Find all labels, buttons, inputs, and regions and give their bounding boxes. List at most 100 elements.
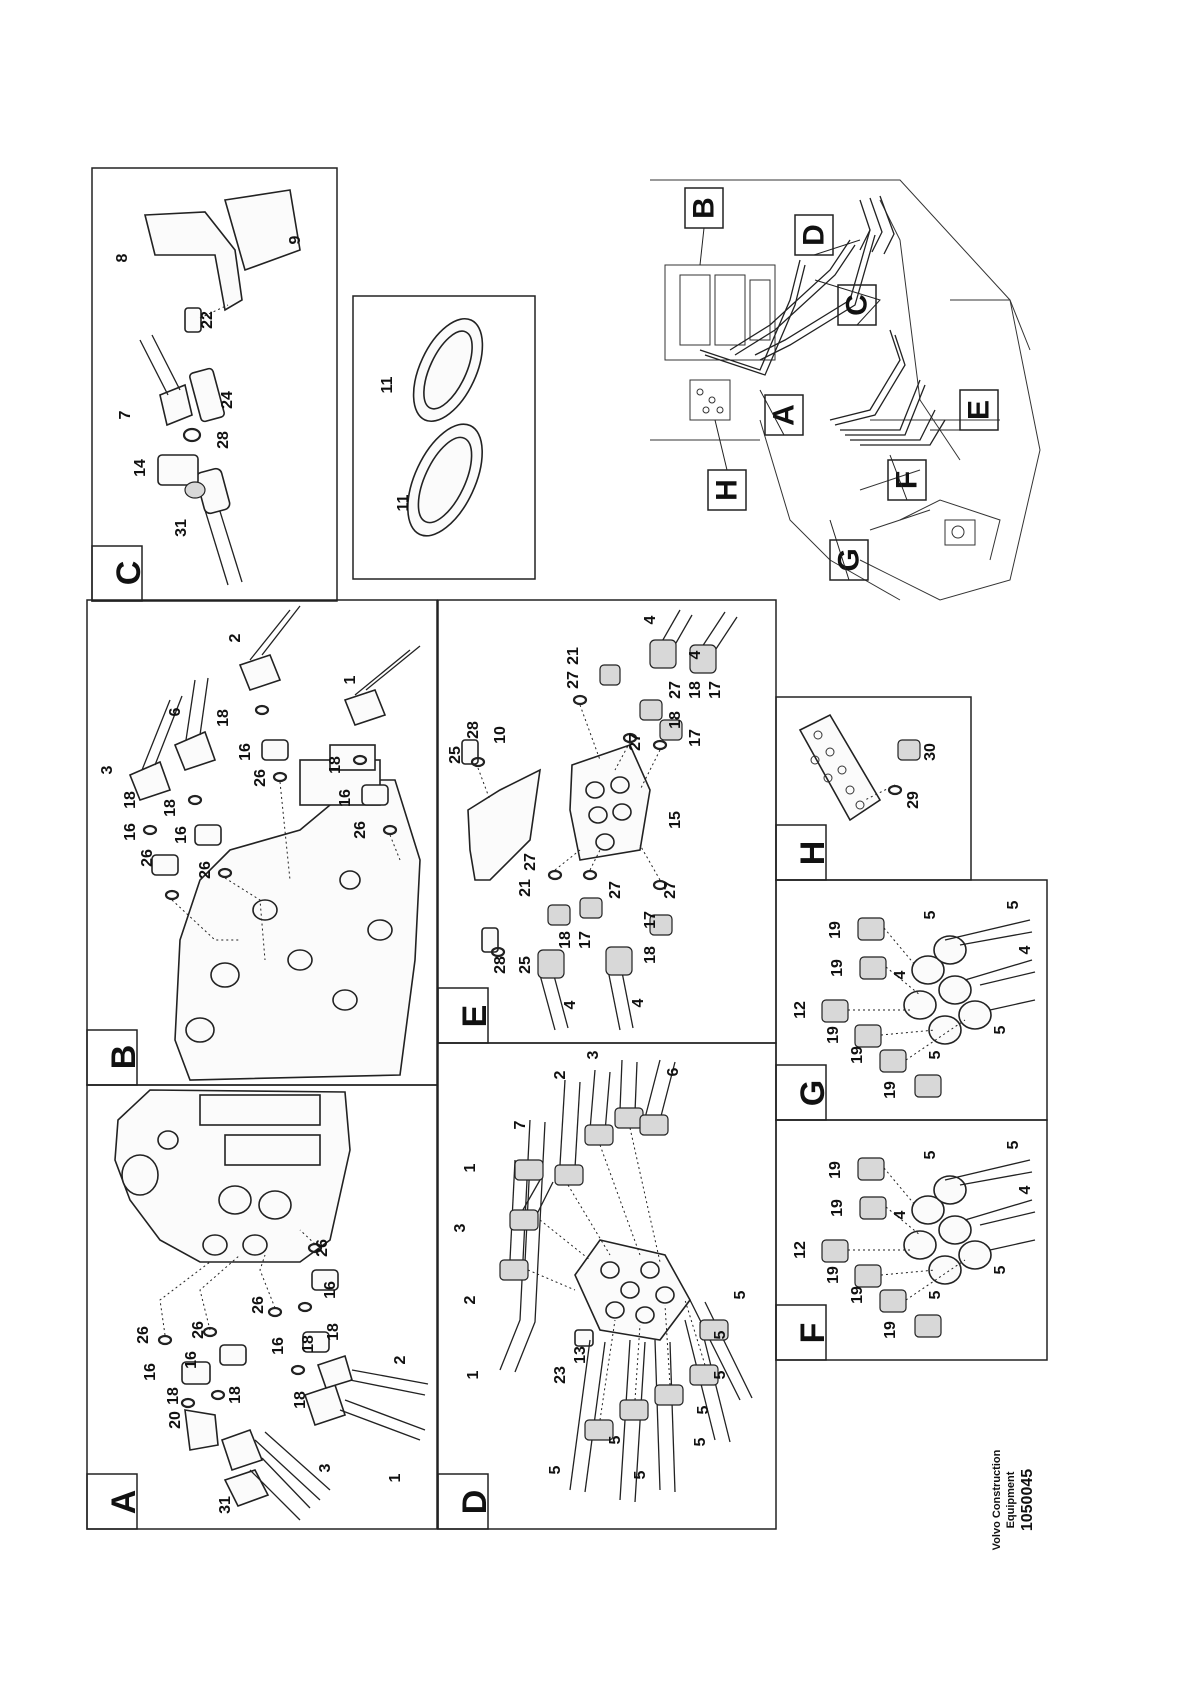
callout-label: 14 bbox=[132, 459, 149, 477]
callout-label: 7 bbox=[117, 410, 134, 419]
callout-label: 19 bbox=[882, 1081, 899, 1099]
callout-label: 28 bbox=[492, 956, 509, 974]
callout-label: 4 bbox=[892, 970, 909, 979]
callout-label: 23 bbox=[552, 1366, 569, 1384]
callout-label: 19 bbox=[829, 1199, 846, 1217]
callout-label: 5 bbox=[922, 910, 939, 919]
callout-label: 19 bbox=[849, 1046, 866, 1064]
panel-a-letter-box bbox=[86, 1473, 138, 1530]
callout-label: 4 bbox=[687, 650, 704, 659]
panel-rings-labels: 11 11 bbox=[379, 376, 412, 511]
callout-label: 18 bbox=[300, 1335, 317, 1353]
panel-f-parts bbox=[821, 1157, 1036, 1338]
callout-label: 25 bbox=[447, 746, 464, 764]
callout-label: 5 bbox=[922, 1150, 939, 1159]
panel-h: H 29 30 bbox=[775, 696, 972, 881]
panel-d: D bbox=[437, 1042, 777, 1530]
callout-label: 8 bbox=[114, 253, 131, 262]
panel-e-letter: E bbox=[456, 1005, 494, 1028]
callout-label: 19 bbox=[825, 1026, 842, 1044]
callout-label: 4 bbox=[630, 998, 647, 1007]
callout-label: 5 bbox=[547, 1465, 564, 1474]
callout-label: 5 bbox=[712, 1370, 729, 1379]
panel-c-dotted-leaders bbox=[199, 304, 229, 319]
caption-brand-line2: Equipment bbox=[1005, 1471, 1017, 1528]
panel-b-fittings bbox=[128, 654, 398, 901]
callout-label: 16 bbox=[173, 826, 190, 844]
panel-rings: 11 11 bbox=[352, 295, 536, 580]
callout-label: 1 bbox=[387, 1473, 404, 1482]
callout-label: 19 bbox=[849, 1286, 866, 1304]
callout-label: 22 bbox=[199, 311, 216, 329]
callout-label: 18 bbox=[667, 711, 684, 729]
panel-rings-parts bbox=[407, 317, 484, 537]
panel-g-labels: 19 19 19 12 19 19 4 5 5 5 4 5 bbox=[792, 900, 1034, 1098]
callout-label: 5 bbox=[632, 1470, 649, 1479]
overview-letter-b: B bbox=[688, 197, 721, 219]
callout-label: 16 bbox=[142, 1363, 159, 1381]
callout-label: 16 bbox=[237, 743, 254, 761]
panel-h-letter: H bbox=[794, 841, 832, 866]
callout-label: 18 bbox=[687, 681, 704, 699]
callout-label: 5 bbox=[927, 1050, 944, 1059]
panel-c-parts bbox=[139, 189, 301, 586]
panel-g-letter: G bbox=[794, 1080, 832, 1106]
overview-letter-boxes: B D C A E H F G bbox=[684, 187, 999, 581]
callout-label: 26 bbox=[252, 769, 269, 787]
callout-label: 1 bbox=[342, 675, 359, 684]
callout-label: 16 bbox=[270, 1337, 287, 1355]
panel-h-frame bbox=[775, 696, 972, 881]
callout-label: 18 bbox=[557, 931, 574, 949]
panel-d-fittings bbox=[499, 1107, 729, 1441]
callout-label: 21 bbox=[517, 879, 534, 897]
callout-label: 5 bbox=[1005, 1140, 1022, 1149]
callout-label: 27 bbox=[667, 681, 684, 699]
callout-label: 11 bbox=[395, 494, 412, 511]
callout-label: 30 bbox=[922, 743, 939, 761]
callout-label: 20 bbox=[167, 1411, 184, 1429]
panel-b-letter: B bbox=[105, 1045, 143, 1070]
overview-drawing bbox=[650, 179, 1041, 601]
callout-label: 18 bbox=[215, 709, 232, 727]
panel-c-letter-box bbox=[91, 545, 143, 602]
callout-label: 3 bbox=[317, 1463, 334, 1472]
caption-drawing-number: 1050045 bbox=[1019, 1469, 1036, 1531]
callout-label: 6 bbox=[167, 707, 184, 716]
panel-d-labels: 1 3 2 1 23 13 7 2 3 6 5 5 5 5 5 5 5 5 bbox=[452, 1050, 749, 1479]
callout-label: 16 bbox=[322, 1281, 339, 1299]
panel-e-dotted-leaders bbox=[477, 704, 661, 881]
callout-label: 5 bbox=[607, 1435, 624, 1444]
callout-label: 16 bbox=[337, 789, 354, 807]
panel-a-dotted-leaders bbox=[159, 1229, 316, 1336]
callout-label: 27 bbox=[607, 881, 624, 899]
panel-b-dotted-leaders bbox=[171, 781, 401, 961]
callout-label: 1 bbox=[462, 1163, 479, 1172]
callout-label: 26 bbox=[250, 1296, 267, 1314]
callout-label: 7 bbox=[512, 1120, 529, 1129]
callout-label: 26 bbox=[139, 849, 156, 867]
callout-label: 17 bbox=[577, 931, 594, 949]
callout-label: 9 bbox=[287, 235, 304, 244]
panel-e-letter-box bbox=[437, 987, 489, 1044]
overview-letter-a: A bbox=[768, 404, 801, 426]
callout-label: 3 bbox=[99, 765, 116, 774]
callout-label: 18 bbox=[165, 1387, 182, 1405]
overview-machine: B D C A E H F G bbox=[650, 179, 1041, 601]
panel-c-frame bbox=[91, 167, 338, 602]
callout-label: 2 bbox=[462, 1295, 479, 1304]
callout-label: 3 bbox=[585, 1050, 602, 1059]
panel-d-hoses bbox=[499, 1059, 753, 1503]
callout-label: 13 bbox=[572, 1346, 589, 1364]
panel-h-letter-box bbox=[775, 824, 827, 881]
panel-b-valve-block bbox=[174, 744, 421, 1081]
panel-e-block bbox=[467, 744, 651, 881]
panel-a-valve-block bbox=[114, 1089, 351, 1263]
callout-label: 21 bbox=[565, 647, 582, 665]
callout-label: 26 bbox=[352, 821, 369, 839]
callout-label: 18 bbox=[325, 1323, 342, 1341]
panel-c: C 31 14 7 28 24 22 8 9 bbox=[91, 167, 338, 602]
callout-label: 31 bbox=[217, 1496, 234, 1514]
callout-label: 4 bbox=[562, 1000, 579, 1009]
callout-label: 4 bbox=[642, 615, 659, 624]
callout-label: 25 bbox=[517, 956, 534, 974]
